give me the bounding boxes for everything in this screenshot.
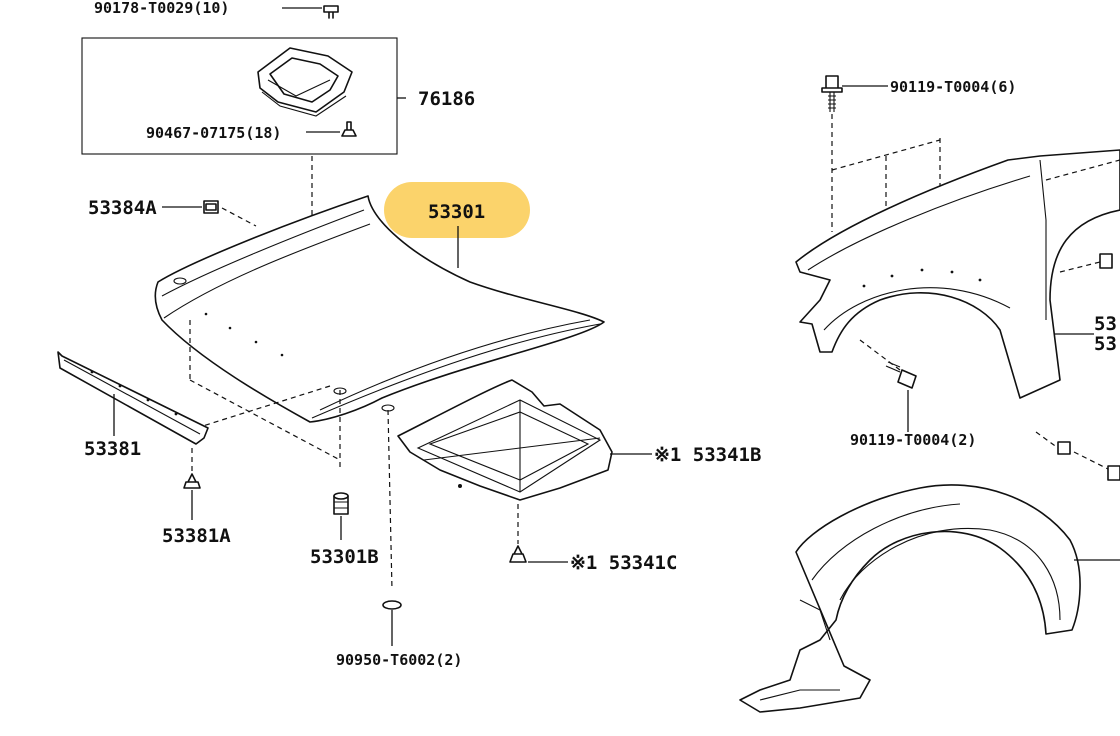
fender [795,149,1120,399]
label-53381: 53381 [84,438,141,460]
insulator-53341B [397,379,613,501]
clip-right-3 [1107,465,1120,481]
label-76186: 76186 [418,88,475,110]
label-90467: 90467-07175(18) [146,124,281,142]
label-53341B: ※1 53341B [654,444,761,466]
label-53301B: 53301B [310,546,379,568]
label-53-right-a: 53 [1094,313,1117,335]
clip-90178 [282,5,339,19]
label-90119-bottom: 90119-T0004(2) [850,431,976,449]
plug-90950 [382,600,402,610]
label-90119-top: 90119-T0004(6) [890,78,1016,96]
label-90178: 90178-T0029(10) [94,0,229,17]
bolt-90119-bottom [885,361,917,389]
hood-53301 [154,195,605,423]
clip-53341C [509,545,527,563]
label-53381A: 53381A [162,525,231,547]
highlight-53301 [384,182,530,238]
clip-right-2 [1057,441,1071,455]
label-53-right-b: 53 [1094,333,1117,355]
clip-53381A [183,473,201,489]
bolt-90119-top [821,75,843,112]
label-90950: 90950-T6002(2) [336,651,462,669]
seal-strip-53381 [57,351,209,445]
label-53341C: ※1 53341C [570,552,677,574]
seal-box-76186 [81,37,406,155]
fender-liner [739,484,1081,713]
label-53301: 53301 [428,201,485,223]
cushion-53301B [333,492,349,515]
label-53384A: 53384A [88,197,157,219]
bolt-right-1 [1099,253,1113,269]
